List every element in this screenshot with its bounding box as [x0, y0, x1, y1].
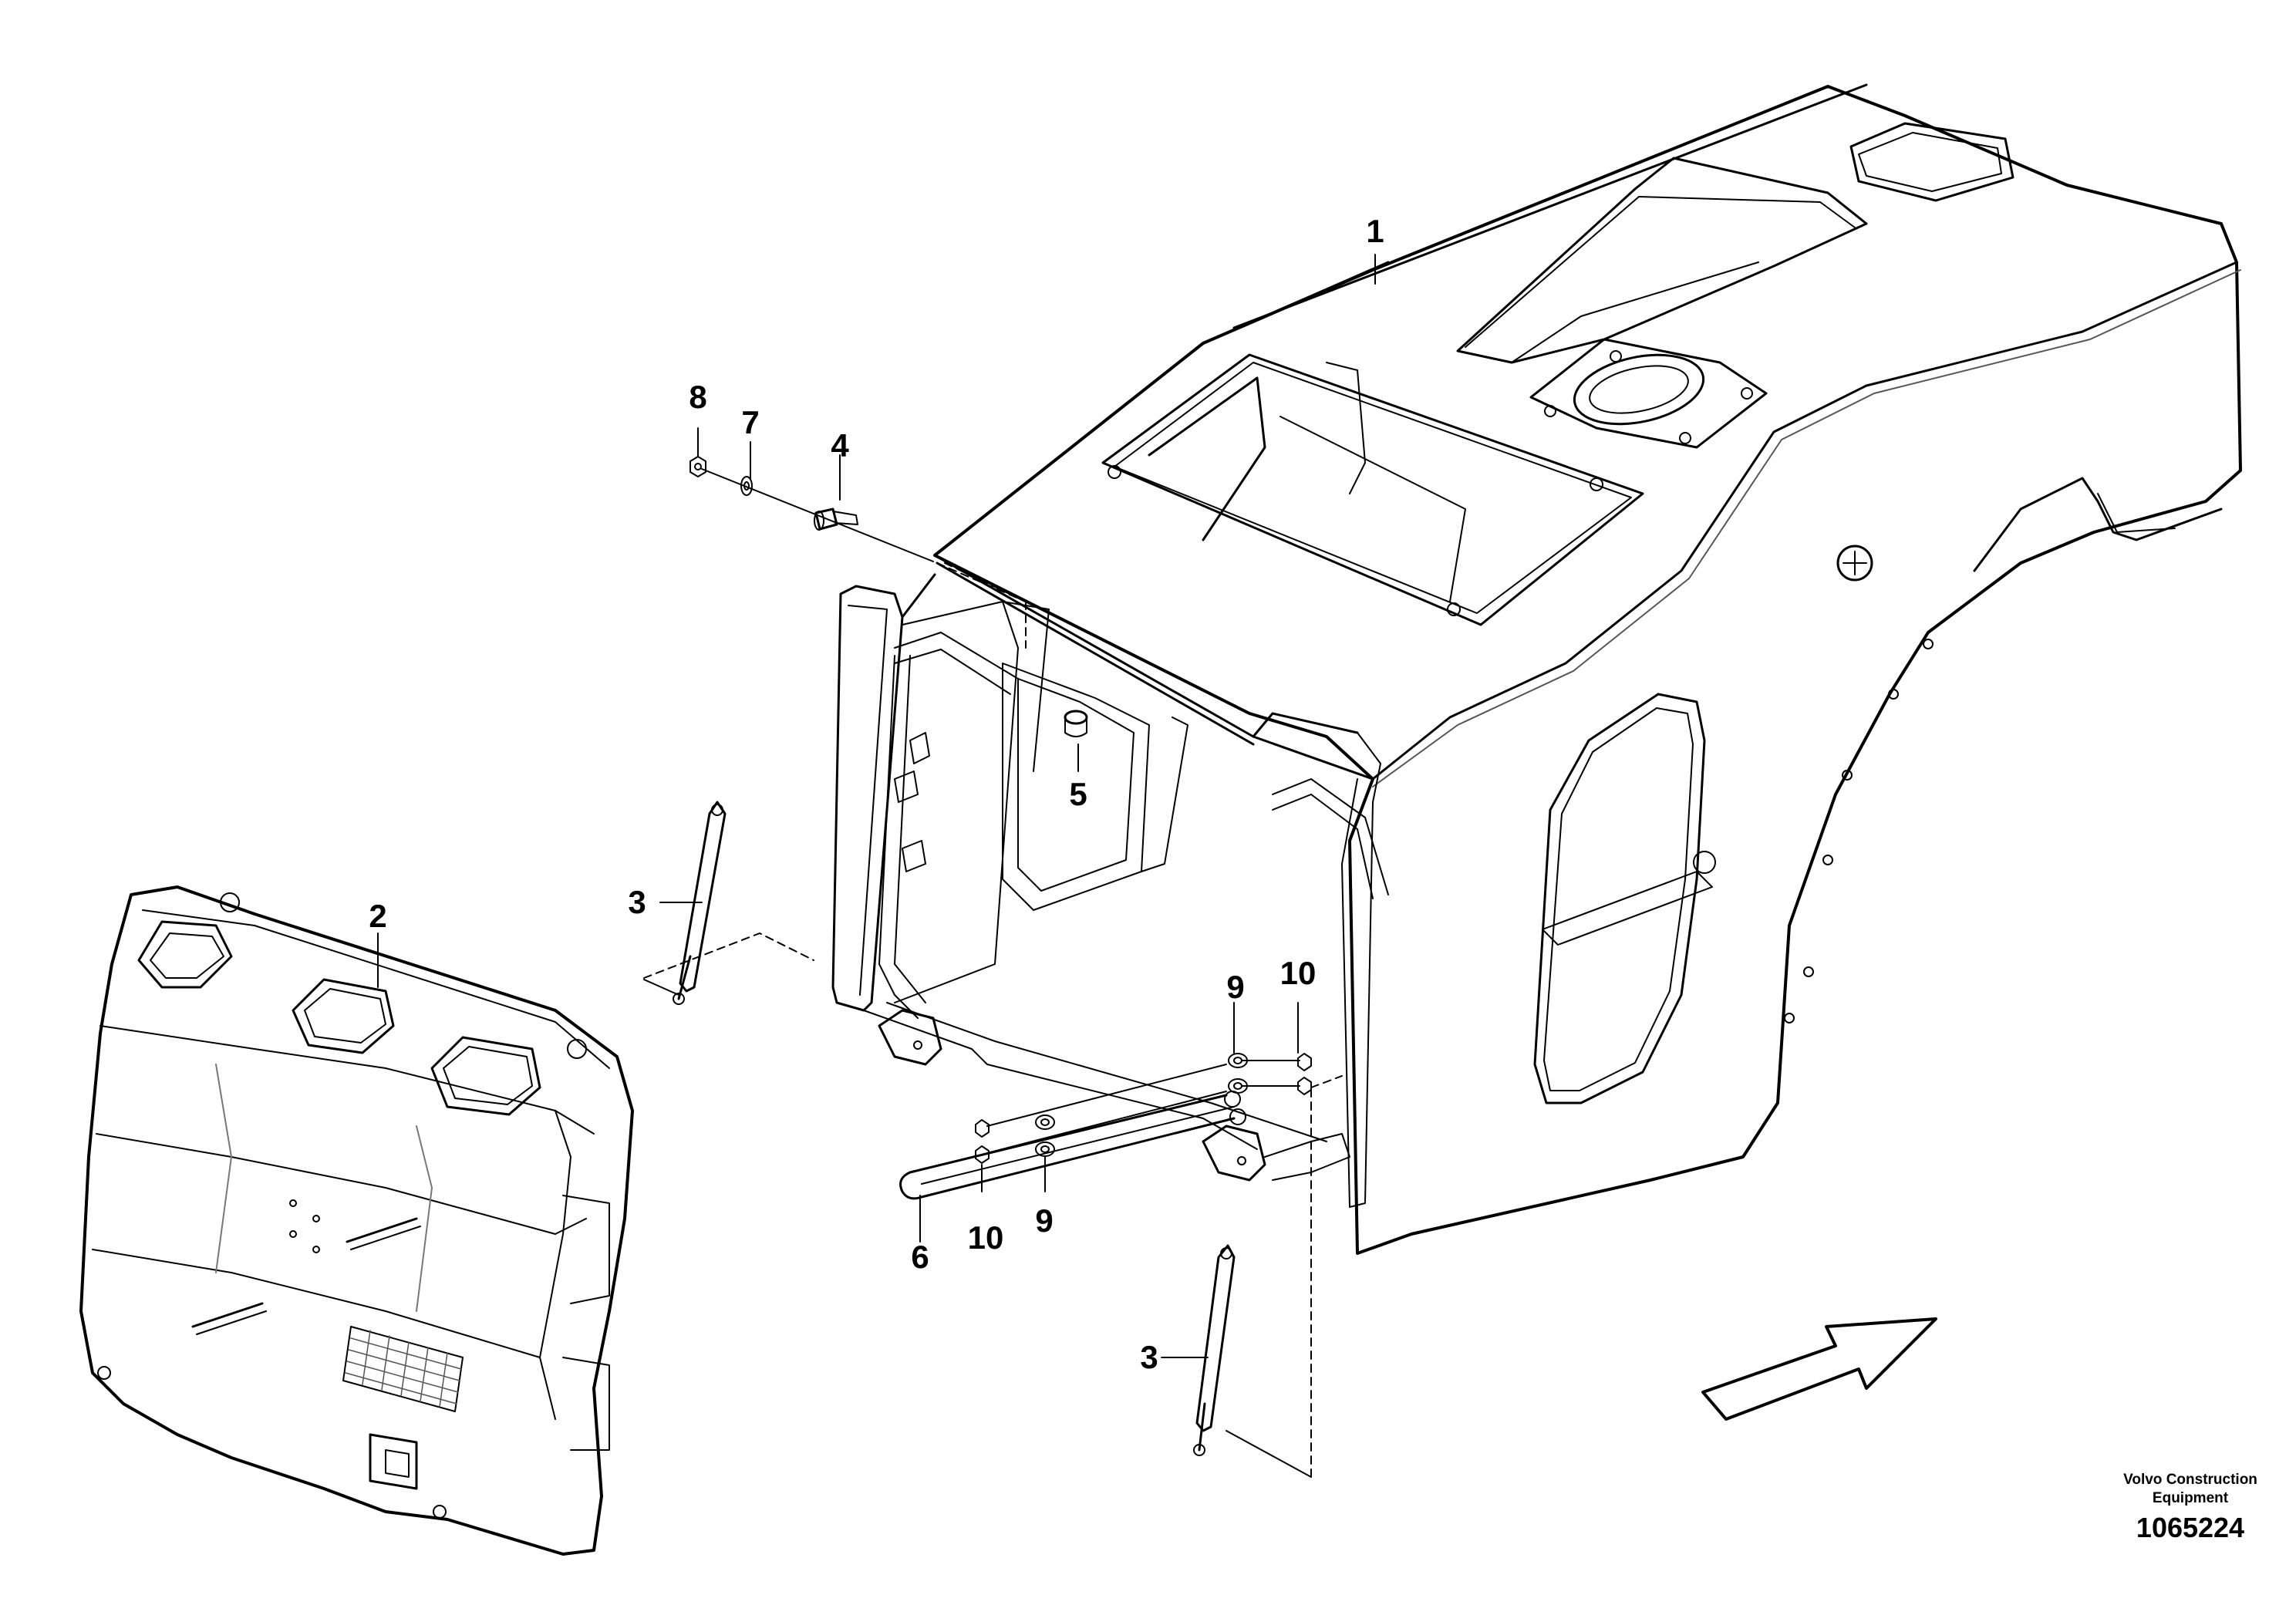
gas-strut-upper	[673, 801, 727, 1005]
rear-hood-panel	[79, 885, 634, 1556]
company-name-line2: Equipment	[2152, 1490, 2229, 1506]
callout-6: 6	[911, 1239, 929, 1275]
callout-5: 5	[1069, 776, 1087, 812]
callout-3-upper: 3	[628, 884, 646, 920]
drawing-number: 1065224	[2136, 1512, 2245, 1543]
callout-3-lower: 3	[1140, 1339, 1158, 1375]
direction-arrow	[1701, 1317, 1937, 1421]
company-name-line1: Volvo Construction	[2123, 1472, 2257, 1488]
u-bolt	[899, 1091, 1246, 1200]
callout-10-lower: 10	[967, 1219, 1004, 1256]
callout-8: 8	[689, 379, 707, 415]
pin	[814, 508, 858, 531]
callout-10-upper: 10	[1279, 955, 1317, 991]
callout-4: 4	[831, 427, 849, 464]
leader-lines	[377, 254, 1376, 1478]
nut-8	[689, 456, 706, 477]
callout-7: 7	[741, 404, 760, 440]
gas-strut-lower	[1193, 1244, 1236, 1456]
callout-2: 2	[369, 898, 387, 934]
callout-9-upper: 9	[1226, 969, 1245, 1005]
cab-shell	[831, 83, 2242, 1255]
callout-9-lower: 9	[1035, 1202, 1054, 1239]
bushing	[1064, 710, 1088, 737]
callout-1: 1	[1366, 213, 1384, 249]
